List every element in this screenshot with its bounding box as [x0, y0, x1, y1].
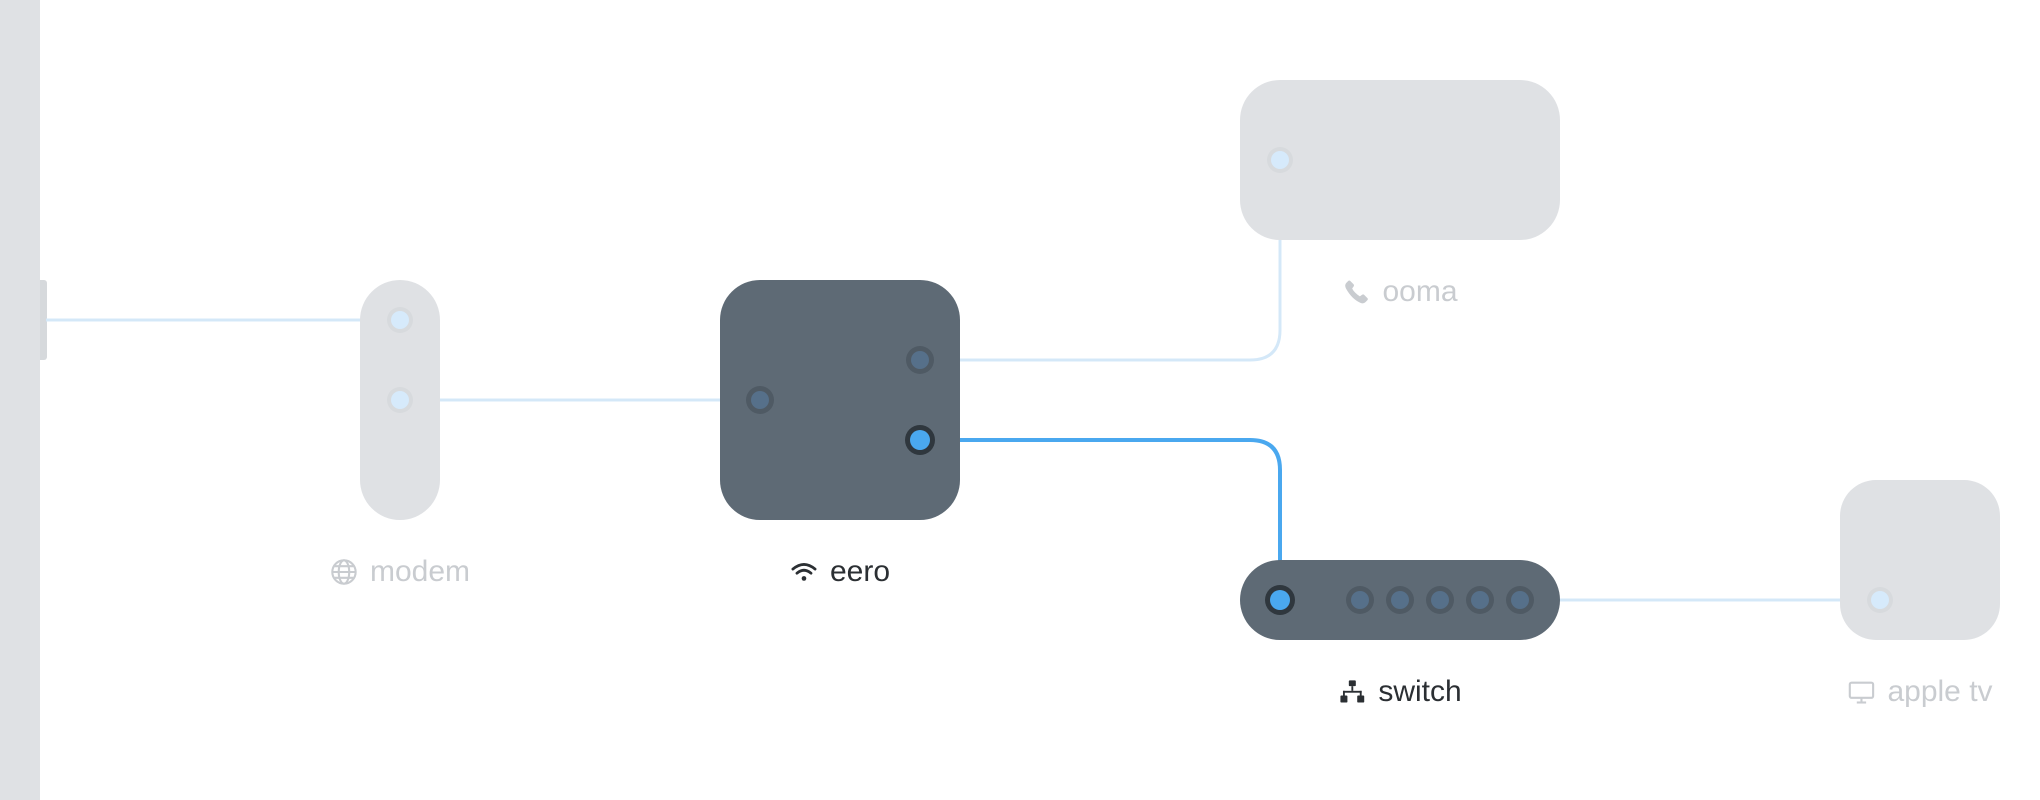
apple-tv-port-dot — [1871, 591, 1889, 609]
tv-icon — [1847, 678, 1875, 706]
switch-port-dot — [1431, 591, 1449, 609]
ooma-label-text: ooma — [1382, 275, 1458, 308]
apple-tv-label-text: apple tv — [1887, 675, 1993, 708]
eero-label[interactable]: eero — [790, 554, 890, 590]
phone-icon — [1342, 278, 1370, 306]
ooma-port-dot — [1271, 151, 1289, 169]
switch-port-dot — [1391, 591, 1409, 609]
apple-tv-node[interactable] — [1840, 480, 2000, 640]
link-eero-ooma — [920, 160, 1282, 362]
link-eero-switch[interactable] — [920, 438, 1282, 600]
modem-label-text: modem — [369, 555, 471, 588]
switch-port-active-dot — [1270, 590, 1290, 610]
eero-port-active-dot — [910, 430, 930, 450]
switch-label-text: switch — [1378, 675, 1462, 708]
eero-label-text: eero — [829, 555, 891, 588]
switch-port-dot — [1471, 591, 1489, 609]
modem-label[interactable]: modem — [330, 554, 470, 590]
panel-resize-handle[interactable] — [40, 280, 47, 360]
ooma-label[interactable]: ooma — [1342, 274, 1458, 310]
eero-port-dot — [911, 351, 929, 369]
wifi-icon — [790, 558, 818, 586]
left-panel-edge — [0, 0, 40, 800]
network-switch-icon — [1338, 678, 1366, 706]
apple-tv-label[interactable]: apple tv — [1847, 674, 1993, 710]
eero-node[interactable] — [720, 280, 960, 520]
switch-port-dot — [1511, 591, 1529, 609]
modem-port-dot — [391, 391, 409, 409]
ooma-node[interactable] — [1240, 80, 1560, 240]
modem-port-dot — [391, 311, 409, 329]
switch-label[interactable]: switch — [1338, 674, 1462, 710]
switch-port-dot — [1351, 591, 1369, 609]
eero-port-dot — [751, 391, 769, 409]
globe-icon — [330, 558, 358, 586]
